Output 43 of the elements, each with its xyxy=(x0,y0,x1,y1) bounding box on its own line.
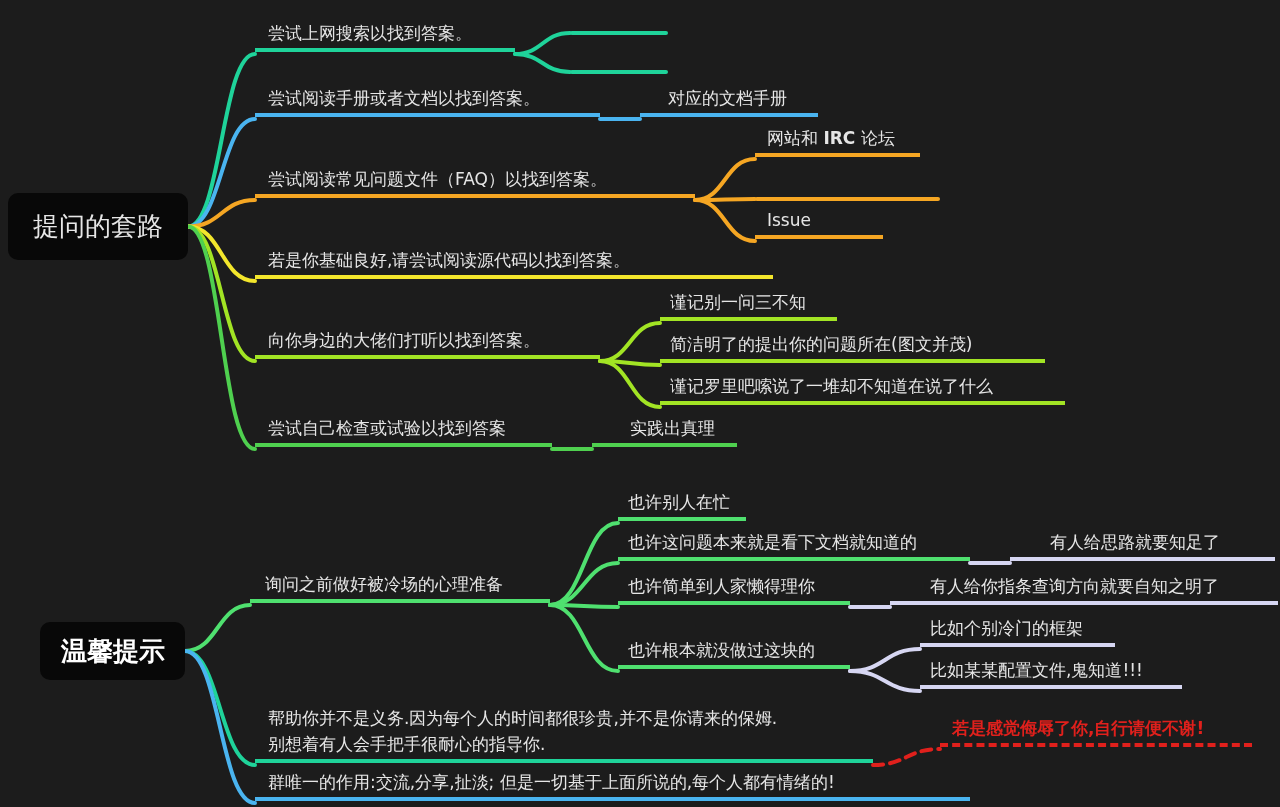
branch-topic: 帮助你并不是义务.因为每个人的时间都很珍贵,并不是你请来的保姆. 别想着有人会手把手很耐心的指导你. xyxy=(255,703,873,763)
branch-topic: 群唯一的作用:交流,分享,扯淡; 但是一切基于上面所说的,每个人都有情绪的! xyxy=(255,773,970,801)
branch-topic: Issue xyxy=(755,211,883,239)
branch-topic: 询问之前做好被冷场的心理准备 xyxy=(250,575,550,603)
branch-line xyxy=(968,561,1012,565)
branch-line xyxy=(693,198,757,243)
branch-topic: 尝试上网搜索以找到答案。 xyxy=(255,24,515,52)
branch-topic: 尝试阅读常见问题文件（FAQ）以找到答案。 xyxy=(255,170,695,198)
branch-line xyxy=(848,605,892,609)
branch-bar xyxy=(570,70,668,74)
branch-line xyxy=(598,359,662,409)
branch-topic: 简洁明了的提出你的问题所在(图文并茂) xyxy=(660,335,1045,363)
branch-topic: 有人给思路就要知足了 xyxy=(1010,533,1275,561)
branch-line xyxy=(550,447,594,451)
branch-topic: 谨记罗里吧嗦说了一堆却不知道在说了什么 xyxy=(660,377,1065,405)
central-topic-box: 温馨提示 xyxy=(40,622,185,680)
central-topic-box: 提问的套路 xyxy=(8,193,188,260)
branch-line xyxy=(871,747,942,767)
branch-line xyxy=(548,603,620,673)
branch-topic: 比如个别冷门的框架 xyxy=(920,619,1115,647)
branch-topic: 向你身边的大佬们打听以找到答案。 xyxy=(255,331,600,359)
branch-bar xyxy=(755,197,940,201)
branch-topic: 尝试阅读手册或者文档以找到答案。 xyxy=(255,89,600,117)
branch-bar xyxy=(570,31,668,35)
branch-topic: 对应的文档手册 xyxy=(640,89,818,117)
branch-topic: 尝试自己检查或试验以找到答案 xyxy=(255,419,552,447)
branch-topic: 实践出真理 xyxy=(592,419,737,447)
branch-topic: 也许这问题本来就是看下文档就知道的 xyxy=(618,533,970,561)
branch-topic: 网站和 IRC 论坛 xyxy=(755,129,920,157)
branch-line xyxy=(186,198,257,229)
branch-line xyxy=(848,669,922,693)
branch-topic: 也许别人在忙 xyxy=(618,493,746,521)
branch-line xyxy=(183,649,257,805)
branch-line xyxy=(513,52,572,74)
branch-topic: 有人给你指条查询方向就要自知之明了 xyxy=(890,577,1278,605)
branch-topic: 若是你基础良好,请尝试阅读源代码以找到答案。 xyxy=(255,251,773,279)
branch-line xyxy=(186,224,257,451)
branch-topic: 谨记别一问三不知 xyxy=(660,293,837,321)
branch-topic: 也许根本就没做过这块的 xyxy=(618,641,850,669)
branch-topic: 若是感觉侮辱了你,自行请便不谢! xyxy=(940,719,1252,747)
branch-topic: 也许简单到人家懒得理你 xyxy=(618,577,850,605)
branch-line xyxy=(598,117,642,121)
branch-topic: 比如某某配置文件,鬼知道!!! xyxy=(920,661,1182,689)
